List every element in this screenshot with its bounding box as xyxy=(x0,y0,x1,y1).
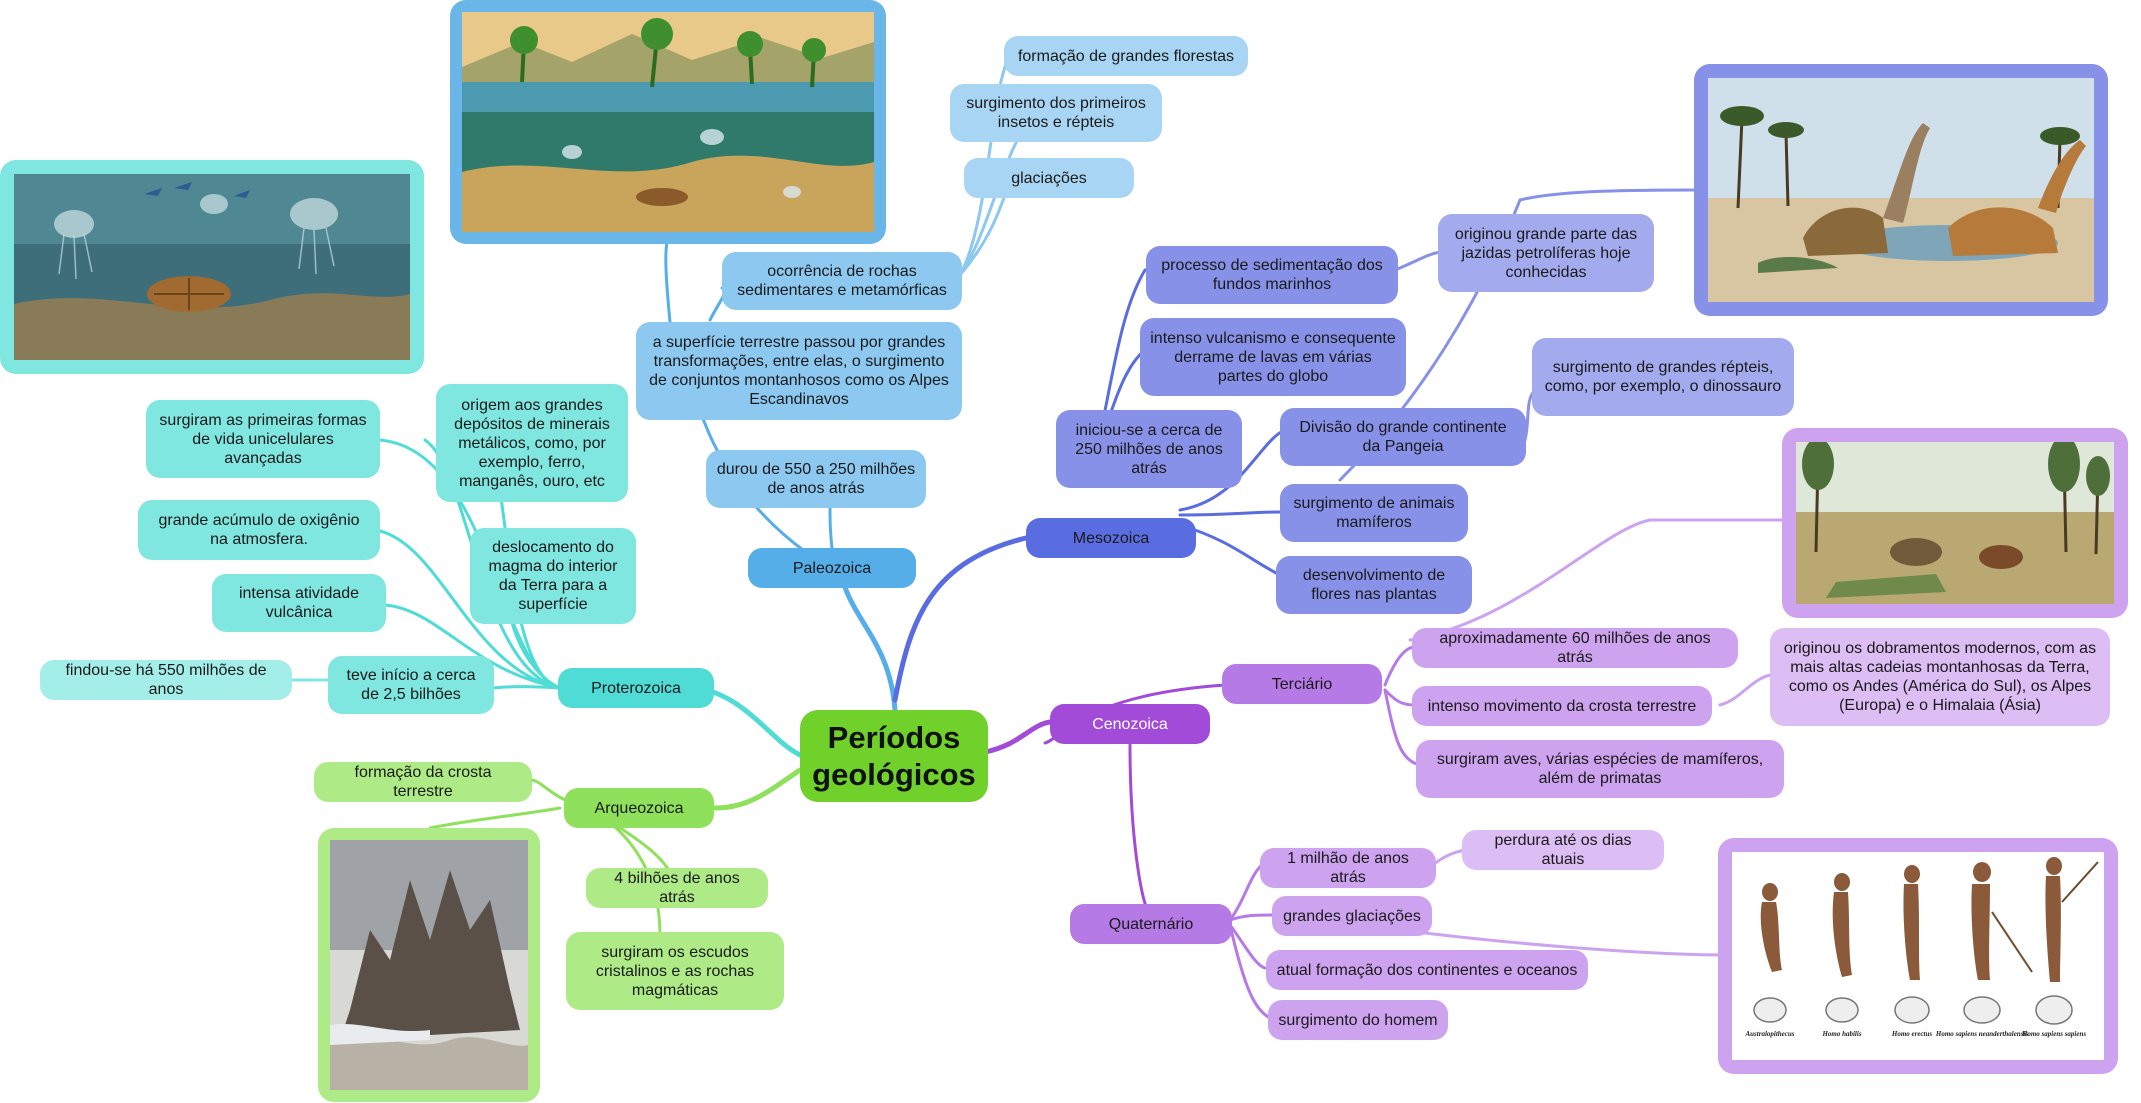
proterozoica-item[interactable]: findou-se há 550 milhões de anos xyxy=(40,660,292,700)
branch-paleozoica[interactable]: Paleozoica xyxy=(748,548,916,588)
quaternario-item[interactable]: grandes glaciações xyxy=(1272,896,1432,936)
dinosaur-scene-image xyxy=(1694,64,2108,316)
mesozoica-item[interactable]: iniciou-se a cerca de 250 milhões de ano… xyxy=(1056,410,1242,488)
branch-proterozoica[interactable]: Proterozoica xyxy=(558,668,714,708)
quaternario-item[interactable]: perdura até os dias atuais xyxy=(1462,830,1664,870)
branch-arqueozoica[interactable]: Arqueozoica xyxy=(564,788,714,828)
central-topic[interactable]: Períodos geológicos xyxy=(800,710,988,802)
branch-mesozoica[interactable]: Mesozoica xyxy=(1026,518,1196,558)
arqueozoica-item[interactable]: surgiram os escudos cristalinos e as roc… xyxy=(566,932,784,1010)
proterozoica-item[interactable]: intensa atividade vulcânica xyxy=(212,574,386,632)
mesozoica-item[interactable]: intenso vulcanismo e consequente derrame… xyxy=(1140,318,1406,396)
proterozoica-item[interactable]: teve início a cerca de 2,5 bilhões xyxy=(328,656,494,714)
terciario-item[interactable]: surgiram aves, várias espécies de mamífe… xyxy=(1416,740,1784,798)
paleozoic-sea-image xyxy=(450,0,886,244)
cenozoica-quaternario[interactable]: Quaternário xyxy=(1070,904,1232,944)
quaternario-item[interactable]: atual formação dos continentes e oceanos xyxy=(1266,950,1588,990)
evolution-caption: Homo sapiens neanderthalensis xyxy=(1935,1030,2028,1038)
terciario-item[interactable]: originou os dobramentos modernos, com as… xyxy=(1770,628,2110,726)
evolution-caption: Homo habilis xyxy=(1821,1030,1861,1038)
evolution-caption: Australopithecus xyxy=(1744,1030,1794,1038)
paleozoica-item[interactable]: ocorrência de rochas sedimentares e meta… xyxy=(722,252,962,310)
evolution-caption: Homo sapiens sapiens xyxy=(2021,1030,2086,1038)
mesozoica-item[interactable]: surgimento de animais mamíferos xyxy=(1280,484,1468,542)
arqueozoica-item[interactable]: formação da crosta terrestre xyxy=(314,762,532,802)
trilobite-sea-image xyxy=(0,160,424,374)
proterozoica-item[interactable]: deslocamento do magma do interior da Ter… xyxy=(470,528,636,624)
mesozoica-item[interactable]: surgimento de grandes répteis, como, por… xyxy=(1532,338,1794,416)
paleozoica-item[interactable]: durou de 550 a 250 milhões de anos atrás xyxy=(706,450,926,508)
proterozoica-item[interactable]: origem aos grandes depósitos de minerais… xyxy=(436,384,628,502)
paleozoica-item[interactable]: formação de grandes florestas xyxy=(1004,36,1248,76)
mesozoica-item[interactable]: processo de sedimentação dos fundos mari… xyxy=(1146,246,1398,304)
human-evolution-image: Australopithecus Homo habilis Homo erect… xyxy=(1718,838,2118,1074)
rocky-coast-image xyxy=(318,828,540,1102)
proterozoica-item[interactable]: grande acúmulo de oxigênio na atmosfera. xyxy=(138,500,380,560)
paleozoica-item[interactable]: surgimento dos primeiros insetos e répte… xyxy=(950,84,1162,142)
mesozoica-item[interactable]: originou grande parte das jazidas petrol… xyxy=(1438,214,1654,292)
quaternario-item[interactable]: 1 milhão de anos atrás xyxy=(1260,848,1436,888)
proterozoica-item[interactable]: surgiram as primeiras formas de vida uni… xyxy=(146,400,380,478)
paleozoica-item[interactable]: a superfície terrestre passou por grande… xyxy=(636,322,962,420)
evolution-caption: Homo erectus xyxy=(1891,1030,1933,1038)
mesozoica-item[interactable]: Divisão do grande continente da Pangeia xyxy=(1280,408,1526,466)
terciario-item[interactable]: aproximadamente 60 milhões de anos atrás xyxy=(1412,628,1738,668)
cenozoica-terciario[interactable]: Terciário xyxy=(1222,664,1382,704)
arqueozoica-item[interactable]: 4 bilhões de anos atrás xyxy=(586,868,768,908)
quaternario-item[interactable]: surgimento do homem xyxy=(1268,1000,1448,1040)
branch-cenozoica[interactable]: Cenozoica xyxy=(1050,704,1210,744)
tertiary-landscape-image xyxy=(1782,428,2128,618)
terciario-item[interactable]: intenso movimento da crosta terrestre xyxy=(1412,686,1712,726)
paleozoica-item[interactable]: glaciações xyxy=(964,158,1134,198)
mesozoica-item[interactable]: desenvolvimento de flores nas plantas xyxy=(1276,556,1472,614)
